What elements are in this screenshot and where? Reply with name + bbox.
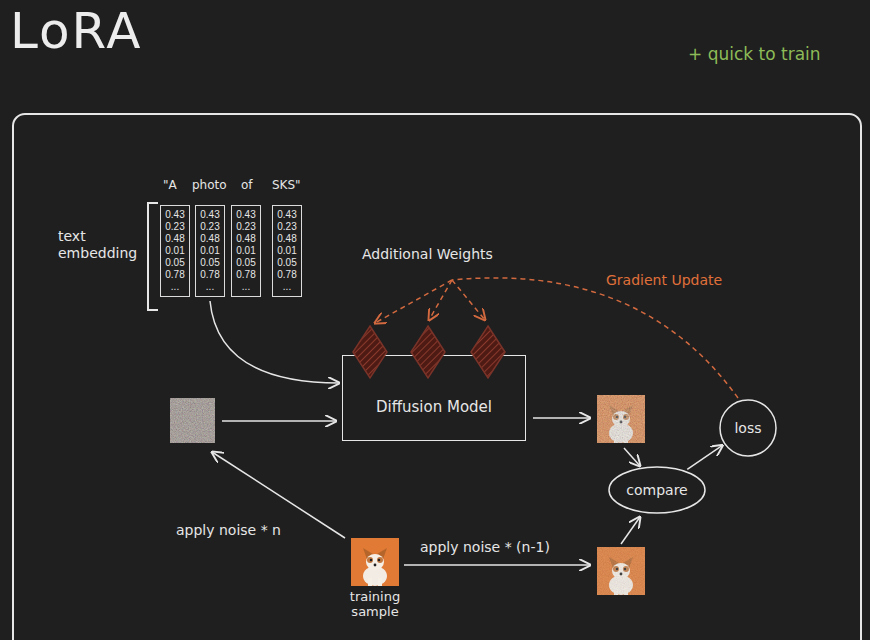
training-sample: training sample	[340, 538, 410, 619]
weight-diamond	[411, 326, 445, 378]
circle-shape	[609, 467, 705, 513]
bracket	[148, 203, 158, 310]
circle-shape	[720, 400, 776, 456]
circle-text: compare	[626, 482, 687, 498]
connector	[210, 301, 339, 383]
dog-photo	[351, 538, 399, 586]
connector	[687, 445, 722, 469]
embedding-values: 0.43 0.23 0.48 0.01 0.05 0.78 ...	[162, 209, 188, 293]
part-label: Additional Weights	[362, 246, 493, 262]
arrow-label: Gradient Update	[606, 272, 722, 288]
output-image	[597, 395, 645, 443]
embedding-values: 0.43 0.23 0.48 0.01 0.05 0.78 ...	[233, 209, 259, 293]
prompt-word: photo	[192, 178, 227, 192]
weight-diamond	[353, 326, 387, 378]
gradient-line	[375, 278, 738, 398]
prompt-word: of	[241, 178, 253, 192]
embedding-values: 0.43 0.23 0.48 0.01 0.05 0.78 ...	[197, 209, 223, 293]
embedding-column: 0.43 0.23 0.48 0.01 0.05 0.78 ...	[272, 205, 302, 297]
box-text: Diffusion Model	[376, 398, 492, 416]
prompt-word: "A	[163, 178, 177, 192]
weight-diamond	[471, 326, 505, 378]
noise-image	[170, 398, 215, 443]
embedding-values: 0.43 0.23 0.48 0.01 0.05 0.78 ...	[274, 209, 300, 293]
process-circle: loss	[719, 399, 777, 457]
arrow-label: apply noise * n	[176, 522, 281, 538]
noisy-sample-image	[597, 547, 645, 595]
note: + quick to train	[688, 44, 821, 64]
process-box: Diffusion Model	[342, 355, 526, 441]
process-circle: compare	[608, 466, 706, 514]
circle-text: loss	[734, 420, 761, 436]
embedding-column: 0.43 0.23 0.48 0.01 0.05 0.78 ...	[195, 205, 225, 297]
frame	[13, 114, 861, 640]
axis-label: text embedding	[58, 228, 142, 262]
embedding-column: 0.43 0.23 0.48 0.01 0.05 0.78 ...	[231, 205, 261, 297]
image-caption: training sample	[340, 589, 410, 619]
dog-picture	[351, 538, 399, 586]
prompt-word: SKS"	[272, 178, 301, 192]
embedding-column: 0.43 0.23 0.48 0.01 0.05 0.78 ...	[160, 205, 190, 297]
arrow-label: apply noise * (n-1)	[420, 539, 550, 555]
title: LoRA	[10, 2, 143, 60]
